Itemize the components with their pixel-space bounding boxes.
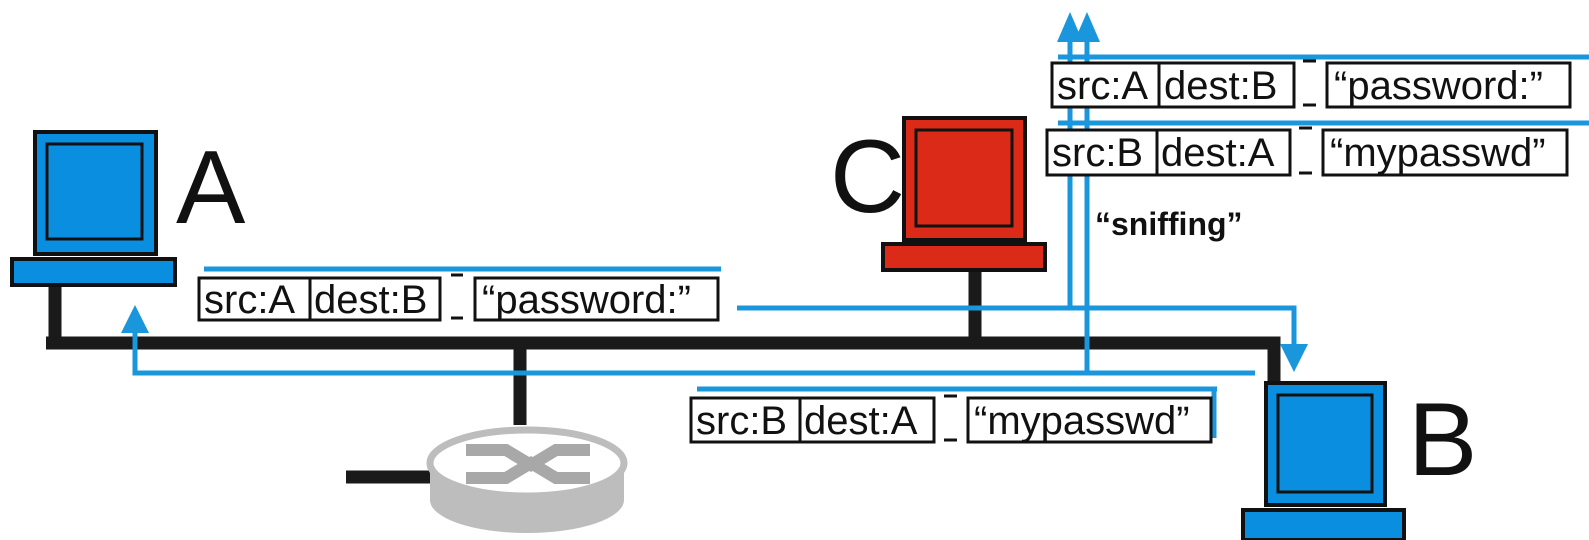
packet-reply: src:B dest:A “mypasswd” [689,394,1213,444]
label-a: A [176,130,246,246]
packet-sniffed-reply: src:B dest:A “mypasswd” [1045,126,1569,177]
packet-sniffed-reply-payload: “mypasswd” [1330,131,1546,175]
packet-request-dest: dest:B [314,278,427,322]
arrow-sniff-request [1057,12,1083,42]
computer-c [881,116,1047,272]
packet-reply-src: src:B [696,399,787,443]
computer-b [1241,381,1406,540]
keyboard-b [1241,508,1406,540]
arrow-sniff-reply [1074,12,1100,42]
packet-reply-payload: “mypasswd” [974,399,1190,443]
flow-arrowheads [121,12,1308,372]
packet-sniffed-reply-dest: dest:A [1161,131,1275,175]
keyboard-a [10,257,177,287]
packet-request: src:A dest:B “password:” [197,273,720,322]
reply-flow-line [132,325,1255,376]
packet-sniffed-request-dest: dest:B [1164,64,1277,108]
packet-request-payload: “password:” [482,278,691,322]
request-flow-line [737,305,1297,350]
arrow-to-a [121,305,149,333]
keyboard-c [881,242,1047,272]
drop-b [1267,336,1281,388]
packet-reply-dest: dest:A [804,399,918,443]
packet-sniffed-reply-src: src:B [1052,131,1143,175]
network-bus [46,268,1281,484]
label-b: B [1408,382,1477,498]
packet-request-src: src:A [204,278,295,322]
sniffing-label: “sniffing” [1095,206,1243,242]
arrow-to-b [1280,344,1308,372]
computer-a [10,130,177,287]
packet-sniffed-request: src:A dest:B “password:” [1050,59,1572,109]
packet-sniffed-request-src: src:A [1057,64,1148,108]
router-icon [426,426,628,533]
packet-sniffed-request-payload: “password:” [1334,64,1543,108]
label-c: C [830,119,905,235]
